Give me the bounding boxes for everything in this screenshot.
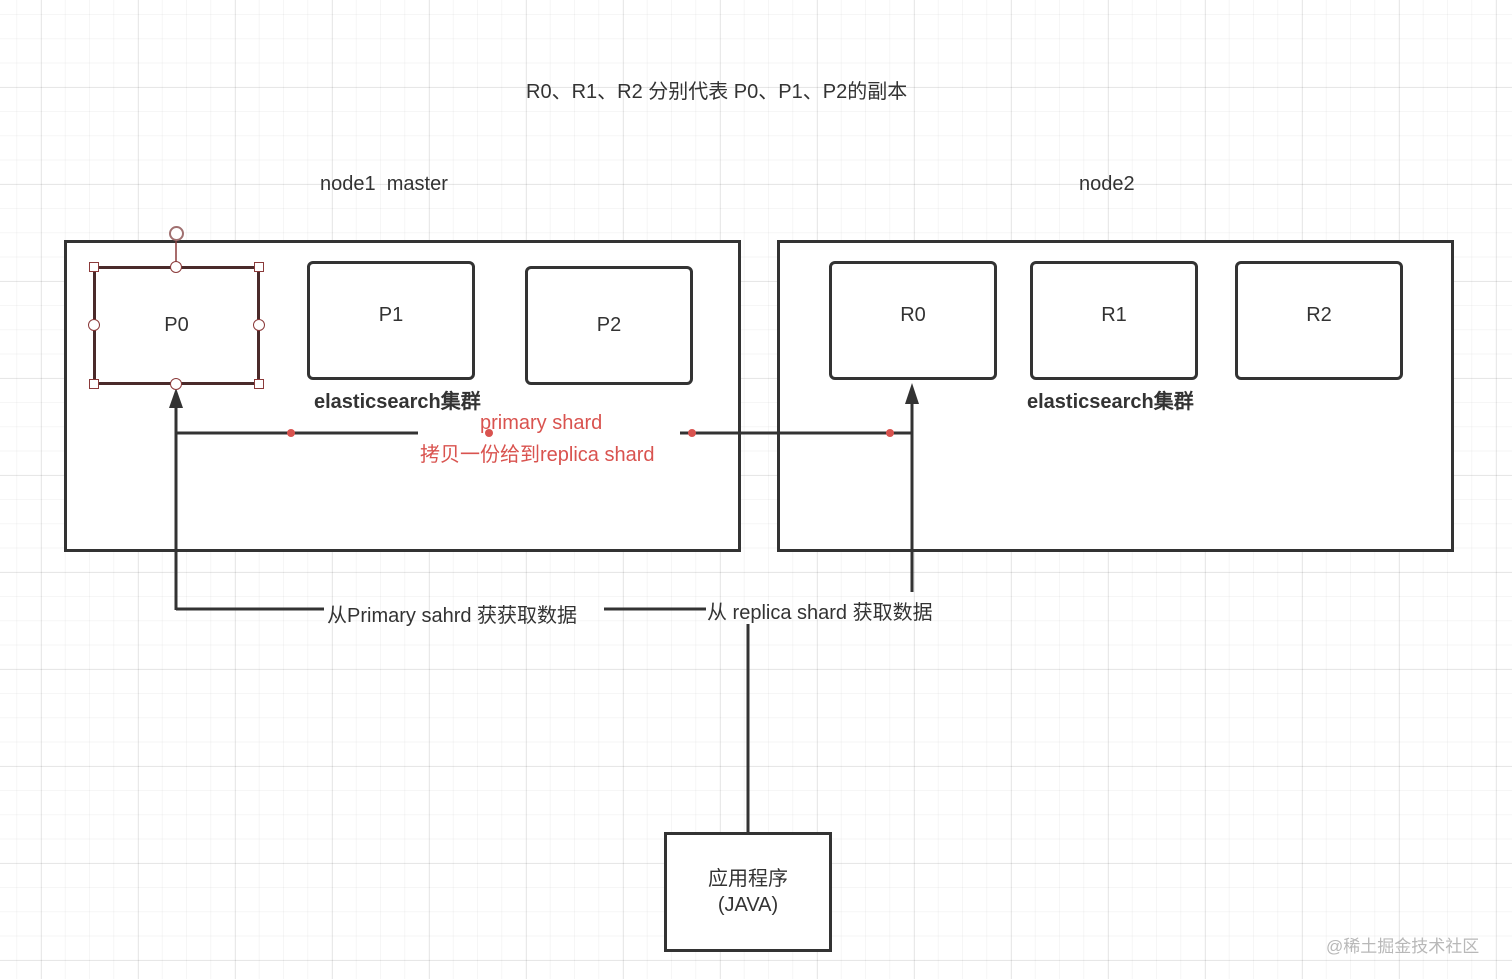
rotate-handle-icon[interactable]	[169, 226, 184, 241]
shard-r0[interactable]: R0	[829, 261, 997, 380]
node2-cluster-label: elasticsearch集群	[1027, 391, 1194, 413]
waypoint-dot[interactable]	[688, 429, 696, 437]
resize-handle-n[interactable]	[170, 261, 182, 273]
shard-p2-label: P2	[596, 314, 622, 336]
node2-label: node2	[1079, 173, 1135, 195]
arrow-to-r0-icon	[905, 383, 919, 404]
shard-r1-label: R1	[1101, 304, 1127, 326]
resize-handle-e[interactable]	[253, 319, 265, 331]
application-language: (JAVA)	[717, 894, 779, 916]
replica-read-label: 从 replica shard 获取数据	[707, 602, 933, 624]
node1-label: node1 master	[320, 173, 448, 195]
resize-handle-se[interactable]	[254, 379, 264, 389]
diagram-title: R0、R1、R2 分别代表 P0、P1、P2的副本	[526, 81, 908, 103]
shard-r2-label: R2	[1306, 304, 1332, 326]
shard-p2[interactable]: P2	[525, 266, 693, 385]
shard-p1[interactable]: P1	[307, 261, 475, 380]
resize-handle-s[interactable]	[170, 378, 182, 390]
shard-p1-label: P1	[378, 304, 404, 326]
shard-r2[interactable]: R2	[1235, 261, 1403, 380]
node1-cluster-label: elasticsearch集群	[314, 391, 481, 413]
primary-read-label: 从Primary sahrd 获获取数据	[327, 605, 578, 627]
shard-r0-label: R0	[900, 304, 926, 326]
resize-handle-w[interactable]	[88, 319, 100, 331]
shard-p0[interactable]: P0	[93, 266, 260, 385]
resize-handle-sw[interactable]	[89, 379, 99, 389]
waypoint-dot[interactable]	[886, 429, 894, 437]
replication-label-line2: 拷贝一份给到replica shard	[420, 444, 655, 466]
resize-handle-nw[interactable]	[89, 262, 99, 272]
resize-handle-ne[interactable]	[254, 262, 264, 272]
waypoint-dot[interactable]	[485, 429, 493, 437]
application-name: 应用程序	[708, 868, 788, 890]
arrow-to-p0-icon	[169, 388, 183, 408]
waypoint-dot[interactable]	[287, 429, 295, 437]
shard-p0-label: P0	[164, 314, 189, 336]
watermark: @稀土掘金技术社区	[1326, 937, 1480, 956]
shard-r1[interactable]: R1	[1030, 261, 1198, 380]
application-box[interactable]: 应用程序 (JAVA)	[664, 832, 832, 952]
replication-label-line1: primary shard	[480, 412, 603, 434]
